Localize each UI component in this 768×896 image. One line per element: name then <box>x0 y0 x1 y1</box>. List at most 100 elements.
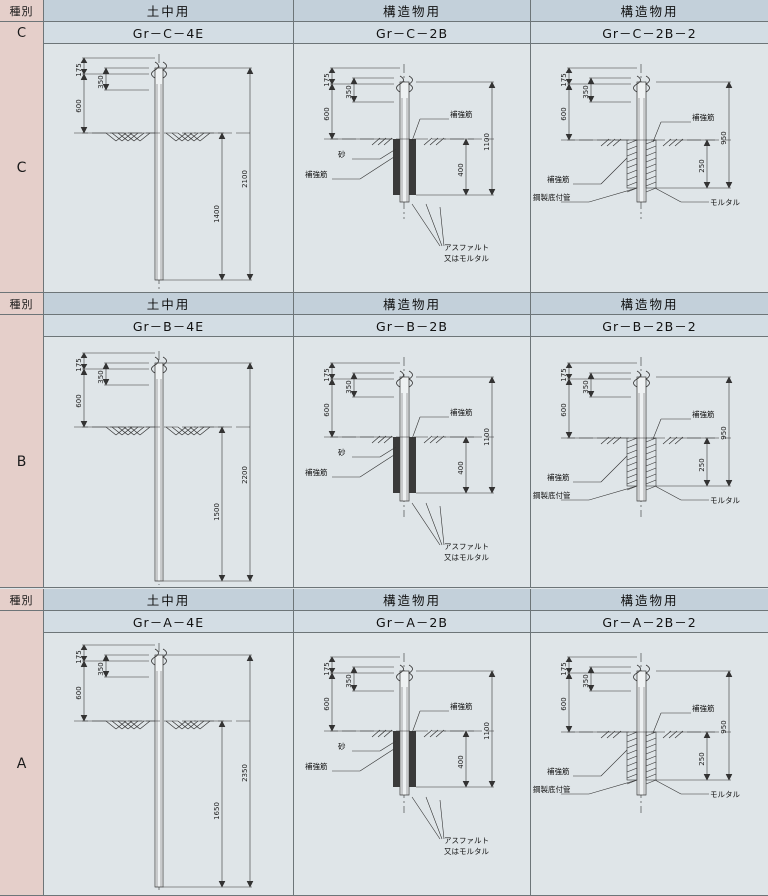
dim-350: 350 <box>582 674 590 687</box>
use-header-c-2: 構造物用 <box>531 0 768 22</box>
label-mortar: モルタル <box>710 198 740 207</box>
type-header-b: 種別 <box>0 293 44 315</box>
label-sand: 砂 <box>338 447 346 457</box>
type-header-c: 種別 <box>0 0 44 22</box>
grade-label-a <box>0 611 44 633</box>
dim-buried: 1650 <box>213 802 221 820</box>
use-header-a-1: 構造物用 <box>294 589 531 611</box>
dim-175: 175 <box>560 662 568 675</box>
dim-350: 350 <box>97 662 105 675</box>
code-a-0: Gr－A－4E <box>44 611 294 633</box>
label-sand: 砂 <box>338 149 346 159</box>
drawing-a-struct2: 175 350 600 950 250 補強筋 補強筋 鋼製底付管 モルタル <box>531 633 768 896</box>
drawing-b-struct: 175 350 600 1100 400 補強筋 砂 補強筋 アスファルト 又は… <box>294 337 531 588</box>
label-steel-pipe: 鋼製底付管 <box>533 192 571 202</box>
dim-350: 350 <box>97 75 105 88</box>
drawing-row-a: A <box>0 633 768 896</box>
grade-cell-a: A <box>0 633 44 896</box>
drawing-a-soil: 175 350 600 2350 1650 <box>44 633 294 896</box>
dim-350: 350 <box>345 380 353 393</box>
use-header-c-1: 構造物用 <box>294 0 531 22</box>
dim-base: 250 <box>698 752 706 765</box>
label-rebar-low: 補強筋 <box>305 761 328 771</box>
grade-label-b <box>0 315 44 337</box>
label-mortar: モルタル <box>710 790 740 799</box>
dim-total: 1100 <box>483 133 491 151</box>
label-rebar-top: 補強筋 <box>692 409 715 419</box>
drawing-b-struct2: 175 350 600 950 250 補強筋 補強筋 鋼製底付管 モルタル <box>531 337 768 588</box>
label-asphalt-1: アスファルト <box>444 243 489 252</box>
drawing-c-struct2: 175 350 600 950 250 補強筋 補強筋 鋼製底付管 モルタル <box>531 44 768 293</box>
dim-base: 400 <box>457 163 465 176</box>
label-rebar-low: 補強筋 <box>305 169 328 179</box>
dim-total: 950 <box>720 426 728 439</box>
label-rebar-low: 補強筋 <box>547 766 570 776</box>
label-asphalt-2: 又はモルタル <box>444 254 489 263</box>
header-row-c: 種別 土中用 構造物用 構造物用 <box>0 0 768 22</box>
label-mortar: モルタル <box>710 496 740 505</box>
code-a-2: Gr－A－2B－2 <box>531 611 768 633</box>
dim-600: 600 <box>75 686 83 699</box>
drawing-c-soil: 175 350 600 2100 1400 <box>44 44 294 293</box>
dim-175: 175 <box>75 358 83 371</box>
label-rebar-low: 補強筋 <box>547 174 570 184</box>
dim-175: 175 <box>75 63 83 76</box>
dim-600: 600 <box>323 697 331 710</box>
dim-base: 400 <box>457 755 465 768</box>
use-header-c-0: 土中用 <box>44 0 294 22</box>
label-steel-pipe: 鋼製底付管 <box>533 490 571 500</box>
dim-350: 350 <box>345 674 353 687</box>
drawing-row-b: B <box>0 337 768 588</box>
dim-600: 600 <box>560 107 568 120</box>
drawing-b-soil: 175 350 600 2200 1500 <box>44 337 294 588</box>
dim-base: 250 <box>698 159 706 172</box>
label-rebar-top: 補強筋 <box>450 701 473 711</box>
use-header-b-2: 構造物用 <box>531 293 768 315</box>
dim-175: 175 <box>323 73 331 86</box>
label-sand: 砂 <box>338 741 346 751</box>
code-a-1: Gr－A－2B <box>294 611 531 633</box>
dim-350: 350 <box>345 85 353 98</box>
grade-block-c: 種別 土中用 構造物用 構造物用 C Gr－C－4E Gr－C－2B Gr－C－… <box>0 0 768 293</box>
dim-base: 400 <box>457 461 465 474</box>
label-asphalt-2: 又はモルタル <box>444 553 489 562</box>
type-header-a: 種別 <box>0 589 44 611</box>
dim-175: 175 <box>560 73 568 86</box>
dim-600: 600 <box>75 99 83 112</box>
use-header-b-1: 構造物用 <box>294 293 531 315</box>
use-header-a-2: 構造物用 <box>531 589 768 611</box>
label-rebar-top: 補強筋 <box>692 112 715 122</box>
dim-600: 600 <box>560 697 568 710</box>
dim-600: 600 <box>323 403 331 416</box>
grade-block-a: 種別 土中用 構造物用 構造物用 Gr－A－4E Gr－A－2B Gr－A－2B… <box>0 589 768 896</box>
label-asphalt-1: アスファルト <box>444 542 489 551</box>
drawing-a-struct: 175 350 600 1100 400 補強筋 砂 補強筋 アスファルト 又は… <box>294 633 531 896</box>
dim-600: 600 <box>560 403 568 416</box>
code-b-2: Gr－B－2B－2 <box>531 315 768 337</box>
code-row-c: C Gr－C－4E Gr－C－2B Gr－C－2B－2 <box>0 22 768 44</box>
code-c-2: Gr－C－2B－2 <box>531 22 768 44</box>
drawing-row-c: C <box>0 44 768 293</box>
dim-base: 250 <box>698 458 706 471</box>
label-asphalt-2: 又はモルタル <box>444 847 489 856</box>
drawing-c-struct: 175 350 600 1100 400 補強筋 砂 補強筋 アスファルト 又は… <box>294 44 531 293</box>
dim-350: 350 <box>582 380 590 393</box>
dim-350: 350 <box>97 370 105 383</box>
label-rebar-top: 補強筋 <box>450 109 473 119</box>
label-rebar-top: 補強筋 <box>450 407 473 417</box>
header-row-b: 種別 土中用 構造物用 構造物用 <box>0 293 768 315</box>
use-header-a-0: 土中用 <box>44 589 294 611</box>
dim-total: 2200 <box>241 466 249 484</box>
dim-175: 175 <box>323 662 331 675</box>
use-header-b-0: 土中用 <box>44 293 294 315</box>
grade-cell-b: B <box>0 337 44 588</box>
code-c-1: Gr－C－2B <box>294 22 531 44</box>
dim-total: 2350 <box>241 764 249 782</box>
label-asphalt-1: アスファルト <box>444 836 489 845</box>
dim-total: 950 <box>720 131 728 144</box>
dim-175: 175 <box>560 368 568 381</box>
label-rebar-low: 補強筋 <box>547 472 570 482</box>
dim-350: 350 <box>582 85 590 98</box>
dim-total: 950 <box>720 720 728 733</box>
